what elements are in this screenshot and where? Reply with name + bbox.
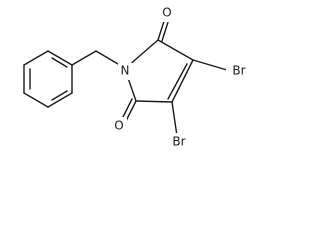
oxygen-top-label: O	[162, 6, 171, 20]
ring-bond-c5-to-n	[127, 77, 137, 102]
chemical-structure: N O O Br Br	[23, 4, 252, 151]
ring-bond-c3-to-c4	[171, 59, 194, 103]
benzene-inner-double-3	[51, 90, 68, 101]
benzene-bond-1	[23, 50, 49, 66]
bromine-upper-bond	[192, 59, 228, 71]
ring-bond-n-to-c2	[127, 39, 159, 67]
bromine-lower-label-mask	[166, 133, 192, 151]
maleimide-ring	[127, 39, 194, 103]
bromine-lower-bond	[171, 101, 178, 137]
bromine-upper-label-mask	[226, 62, 252, 80]
benzene-ring	[23, 50, 73, 108]
oxygen-top-label-mask	[159, 4, 175, 22]
nitrogen-label: N	[121, 64, 130, 78]
benzene-bond-4	[47, 92, 73, 108]
carbonyl-top-bond-2	[161, 18, 170, 42]
nitrogen-label-mask	[118, 62, 132, 80]
benzene-bond-2	[47, 50, 73, 66]
benzyl-bond-ch2-to-n	[95, 50, 119, 65]
oxygen-bottom-label: O	[114, 119, 123, 133]
bromine-lower-label: Br	[172, 135, 185, 149]
benzene-bond-5	[23, 92, 49, 108]
ring-bond-c2-to-c3	[157, 39, 194, 61]
ring-bond-c4-to-c5	[135, 100, 173, 103]
ring-bond-c3-c4-inner-double	[167, 63, 188, 100]
oxygen-bottom-label-mask	[111, 117, 127, 135]
bromine-upper-label: Br	[232, 64, 245, 78]
benzene-inner-double-2	[51, 57, 68, 68]
benzyl-bond-ring-to-ch2	[71, 50, 97, 66]
